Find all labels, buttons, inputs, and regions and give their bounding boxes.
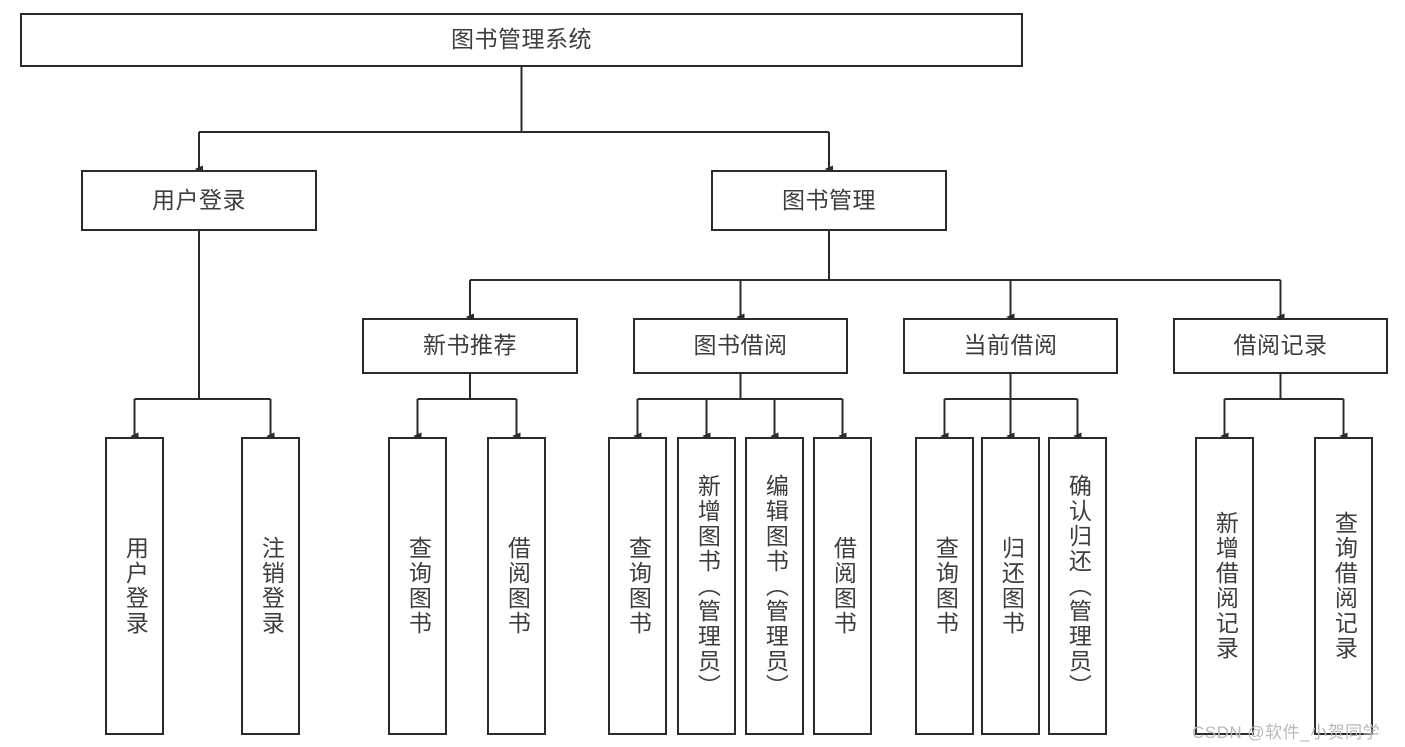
node-leaf-rec-borrow[interactable]: 借阅图书 (487, 437, 546, 735)
node-leaf-user-login[interactable]: 用户登录 (105, 437, 164, 735)
node-leaf-bor-edit[interactable]: 编辑图书（管理员） (745, 437, 804, 735)
edge-group (130, 67, 1348, 440)
node-leaf-rec-search[interactable]: 查询借阅记录 (1314, 437, 1373, 735)
node-label: 借阅记录 (1233, 332, 1328, 359)
node-leaf-rec-query[interactable]: 查询图书 (388, 437, 447, 735)
node-label: 用户登录 (152, 186, 246, 213)
node-book-manage[interactable]: 图书管理 (711, 170, 947, 231)
node-label: 归还图书 (998, 536, 1025, 636)
node-new-book-rec[interactable]: 新书推荐 (362, 318, 578, 374)
node-label: 图书管理系统 (451, 26, 592, 53)
node-leaf-rec-add[interactable]: 新增借阅记录 (1195, 437, 1254, 735)
node-label: 新书推荐 (423, 332, 517, 359)
node-label: 注销登录 (258, 536, 285, 636)
node-label: 借阅图书 (830, 536, 857, 636)
node-label: 确认归还（管理员） (1065, 473, 1092, 699)
node-label: 查询图书 (932, 536, 959, 636)
node-leaf-cur-confirm[interactable]: 确认归还（管理员） (1048, 437, 1107, 735)
node-leaf-cur-return[interactable]: 归还图书 (981, 437, 1040, 735)
node-label: 编辑图书（管理员） (762, 473, 789, 699)
node-label: 查询图书 (405, 536, 432, 636)
node-borrow-record[interactable]: 借阅记录 (1173, 318, 1388, 374)
node-current-borrow[interactable]: 当前借阅 (903, 318, 1118, 374)
node-leaf-cur-query[interactable]: 查询图书 (915, 437, 974, 735)
watermark: CSDN @软件_小贺同学 (1192, 723, 1381, 742)
node-root[interactable]: 图书管理系统 (20, 13, 1023, 67)
node-label: 查询图书 (625, 536, 652, 636)
node-label: 图书管理 (782, 186, 876, 213)
node-leaf-user-logout[interactable]: 注销登录 (241, 437, 300, 735)
node-leaf-bor-lend[interactable]: 借阅图书 (813, 437, 872, 735)
node-leaf-bor-query[interactable]: 查询图书 (608, 437, 667, 735)
node-label: 当前借阅 (963, 332, 1058, 359)
node-label: 新增借阅记录 (1212, 511, 1239, 661)
node-label: 用户登录 (122, 536, 149, 636)
node-label: 新增图书（管理员） (694, 473, 721, 699)
node-label: 图书借阅 (693, 332, 788, 359)
node-label: 借阅图书 (504, 536, 531, 636)
node-label: 查询借阅记录 (1331, 511, 1358, 661)
node-book-borrow[interactable]: 图书借阅 (633, 318, 848, 374)
node-leaf-bor-add[interactable]: 新增图书（管理员） (677, 437, 736, 735)
node-user-login[interactable]: 用户登录 (81, 170, 317, 231)
